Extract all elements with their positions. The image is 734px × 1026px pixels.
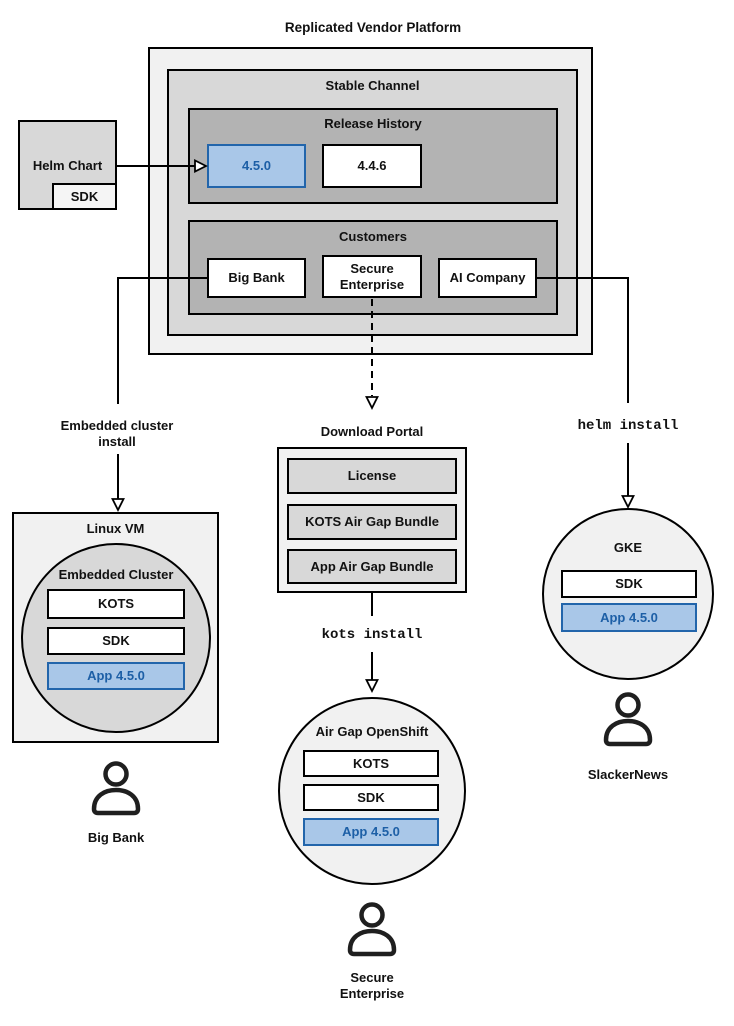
embedded-cluster-title: Embedded Cluster	[58, 567, 174, 582]
customer-big-bank[interactable]: Big Bank	[207, 258, 306, 298]
gke-sdk-box: SDK	[561, 570, 697, 598]
big-bank-user-icon	[91, 761, 141, 816]
slackernews-user-label: SlackerNews	[587, 767, 669, 782]
release-4-5-0[interactable]: 4.5.0	[207, 144, 306, 188]
linux-vm-title: Linux VM	[86, 521, 145, 536]
release-4-4-6[interactable]: 4.4.6	[322, 144, 422, 188]
customer-ai-company[interactable]: AI Company	[438, 258, 537, 298]
kots-install-label: kots install	[321, 627, 423, 643]
download-portal-title: Download Portal	[320, 424, 424, 439]
big-bank-arrowhead-icon	[111, 498, 125, 513]
release-history-title: Release History	[324, 116, 422, 131]
customer-secure-enterprise[interactable]: Secure Enterprise	[322, 255, 422, 298]
secure-enterprise-user-label: Secure Enterprise	[339, 970, 405, 1002]
helm-install-label: helm install	[577, 418, 679, 434]
ai-company-arrowhead-icon	[621, 495, 635, 510]
openshift-app-box: App 4.5.0	[303, 818, 439, 846]
license-box[interactable]: License	[287, 458, 457, 494]
helm-chart-sdk-box: SDK	[52, 183, 117, 210]
embedded-install-label: Embedded cluster install	[47, 418, 187, 451]
diagram-title: Replicated Vendor Platform	[284, 20, 462, 35]
portal-arrowhead-icon	[365, 679, 379, 694]
airgap-openshift-title: Air Gap OpenShift	[315, 724, 429, 739]
gke-title: GKE	[613, 540, 643, 555]
customers-title: Customers	[339, 229, 407, 244]
secure-enterprise-user-icon	[347, 902, 397, 957]
embedded-install-line1: Embedded cluster	[60, 418, 174, 433]
linux-vm-app-box: App 4.5.0	[47, 662, 185, 690]
app-airgap-bundle-box[interactable]: App Air Gap Bundle	[287, 549, 457, 584]
kots-airgap-bundle-box[interactable]: KOTS Air Gap Bundle	[287, 504, 457, 540]
slackernews-user-icon	[603, 692, 653, 747]
big-bank-user-label: Big Bank	[87, 830, 145, 845]
openshift-kots-box: KOTS	[303, 750, 439, 777]
linux-vm-kots-box: KOTS	[47, 589, 185, 619]
linux-vm-sdk-box: SDK	[47, 627, 185, 655]
stable-channel-title: Stable Channel	[325, 78, 420, 93]
openshift-sdk-box: SDK	[303, 784, 439, 811]
embedded-install-line2: install	[98, 434, 136, 450]
helm-chart-label: Helm Chart	[32, 158, 103, 173]
gke-app-box: App 4.5.0	[561, 603, 697, 632]
secure-enterprise-arrowhead-icon	[365, 396, 379, 411]
